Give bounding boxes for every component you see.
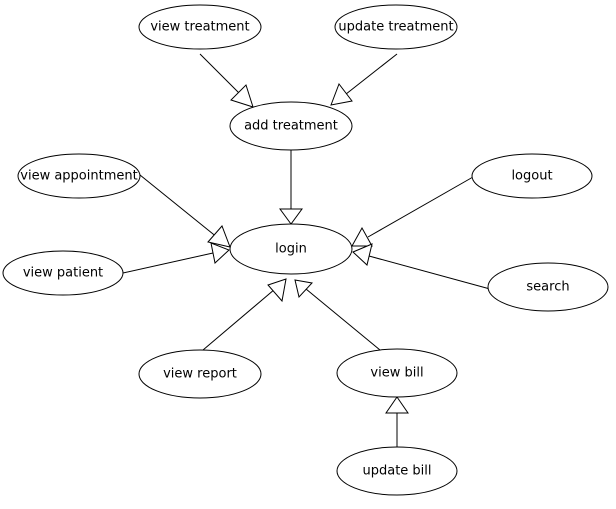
use-case-update-treatment: update treatment bbox=[334, 4, 458, 50]
use-case-view-appointment: view appointment bbox=[17, 153, 141, 199]
generalization-arrowhead bbox=[230, 84, 254, 108]
login-label: login bbox=[275, 242, 307, 257]
generalization-arrowhead bbox=[207, 225, 231, 248]
use-case-view-bill: view bill bbox=[336, 348, 458, 398]
use-case-search: search bbox=[487, 262, 609, 312]
logout-label: logout bbox=[511, 169, 552, 184]
edge-logout-to-login bbox=[351, 176, 474, 247]
search-label: search bbox=[526, 280, 569, 295]
generalization-arrowhead bbox=[279, 208, 303, 225]
view-appointment-label: view appointment bbox=[20, 169, 137, 184]
use-case-logout: logout bbox=[471, 153, 593, 199]
edge-search-to-login bbox=[352, 243, 491, 290]
view-bill-label: view bill bbox=[370, 366, 423, 381]
nodes: view treatment update treatment add trea… bbox=[2, 4, 609, 496]
use-case-update-bill: update bill bbox=[336, 446, 458, 496]
view-treatment-label: view treatment bbox=[150, 20, 249, 35]
generalization-arrowhead bbox=[210, 242, 230, 264]
edge-view-patient-to-login bbox=[122, 242, 230, 274]
edges bbox=[122, 53, 491, 448]
generalization-arrowhead bbox=[351, 226, 373, 247]
generalization-arrowhead bbox=[294, 279, 313, 299]
edge-view-bill-to-login bbox=[294, 279, 381, 351]
edge-view-treatment-to-add-treatment bbox=[199, 53, 254, 108]
add-treatment-label: add treatment bbox=[244, 119, 338, 134]
edge-view-appointment-to-login bbox=[139, 174, 231, 248]
edge-update-bill-to-view-bill bbox=[385, 396, 409, 448]
generalization-arrowhead bbox=[385, 396, 409, 414]
use-case-view-report: view report bbox=[138, 349, 262, 399]
use-case-view-patient: view patient bbox=[2, 250, 124, 296]
edge-view-report-to-login bbox=[202, 278, 287, 351]
view-patient-label: view patient bbox=[23, 266, 103, 281]
generalization-arrowhead bbox=[352, 243, 373, 266]
update-bill-label: update bill bbox=[362, 464, 431, 479]
use-case-login: login bbox=[229, 223, 353, 275]
view-report-label: view report bbox=[163, 367, 237, 382]
generalization-arrowhead bbox=[267, 278, 287, 303]
use-case-view-treatment: view treatment bbox=[138, 4, 262, 50]
edge-update-treatment-to-add-treatment bbox=[330, 53, 398, 106]
use-case-add-treatment: add treatment bbox=[229, 101, 353, 151]
edge-add-treatment-to-login bbox=[279, 150, 303, 225]
update-treatment-label: update treatment bbox=[338, 20, 453, 35]
generalization-arrowhead bbox=[330, 82, 353, 106]
